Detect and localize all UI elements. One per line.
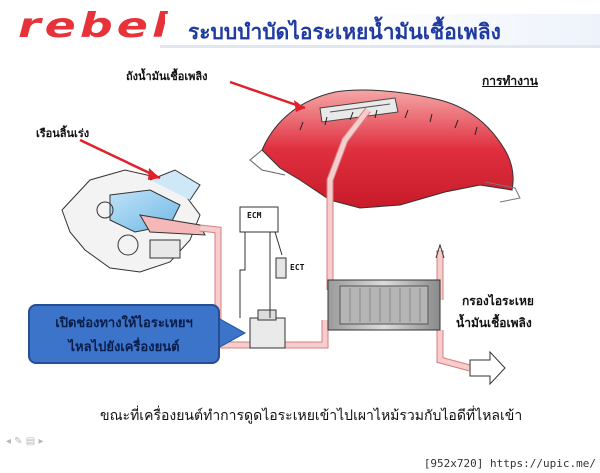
ecm-label: ECM [247, 211, 262, 220]
callout-arrows [79, 80, 306, 180]
ect-label: ECT [290, 263, 305, 272]
callout-text: เปิดช่องทางให้ไอระเหยฯ ไหลไปยังเครื่องยน… [44, 312, 204, 360]
pen-icon[interactable]: ✎ [14, 436, 23, 447]
filter-label-line1: กรองไอระเหย [462, 294, 534, 308]
fuel-tank-label: ถังน้ำมันเชื้อเพลิง [126, 70, 208, 83]
purge-pipes [199, 107, 471, 372]
throttle-body [61, 169, 206, 273]
air-inlet-arrow [469, 350, 506, 386]
watermark: [952x720] https://upic.me/ [423, 457, 596, 470]
callout-box [28, 304, 220, 364]
title-bar [165, 14, 600, 47]
throttle-body-label: เรือนลิ้นเร่ง [36, 127, 90, 140]
menu-icon[interactable]: ▤ [25, 436, 36, 447]
page-title: ระบบบำบัดไอระเหยน้ำมันเชื้อเพลิง [188, 19, 501, 44]
brand-logo: rebel [18, 6, 172, 46]
header: rebel ระบบบำบัดไอระเหยน้ำมันเชื้อเพลิง [0, 0, 600, 50]
prev-icon[interactable]: ◂ [6, 436, 12, 447]
vent-arrow [435, 243, 445, 259]
callout-line-1: เปิดช่องทางให้ไอระเหยฯ [55, 316, 193, 331]
next-icon[interactable]: ▸ [38, 436, 44, 447]
fuel-tank [249, 89, 521, 209]
evap-canister [327, 279, 441, 331]
callout-line-2: ไหลไปยังเครื่องยนต์ [68, 340, 180, 355]
how-it-works-heading: การทำงาน [482, 74, 538, 88]
ecm-unit [239, 206, 287, 318]
title-divider [160, 45, 600, 48]
purge-valve [249, 309, 286, 349]
slide-nav: ◂ ✎ ▤ ▸ [6, 436, 43, 447]
filter-label-line2: น้ำมันเชื้อเพลิง [456, 316, 532, 330]
caption: ขณะที่เครื่องยนต์ทำการดูดไอระเหยเข้าไปเผ… [100, 408, 523, 424]
